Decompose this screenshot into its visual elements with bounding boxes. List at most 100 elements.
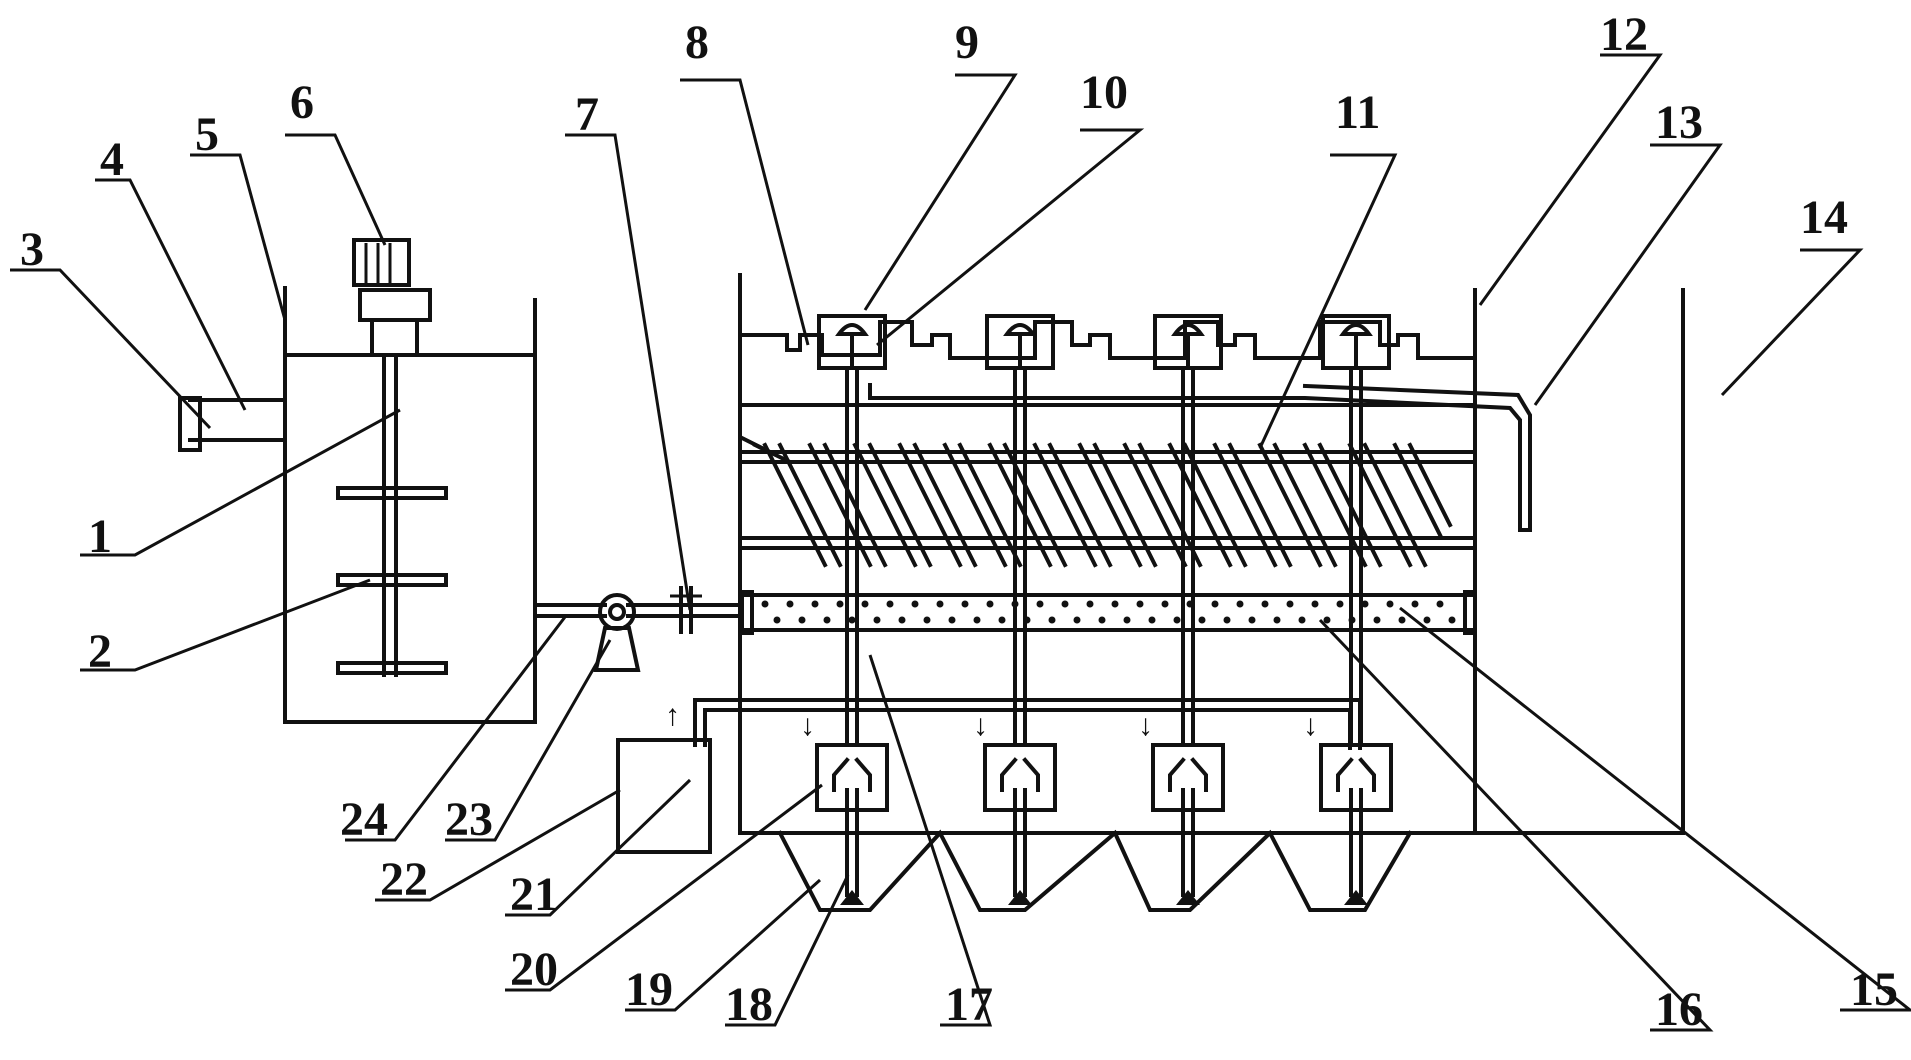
arrow-down-1: ↓ (800, 709, 815, 742)
hole (773, 616, 781, 624)
hole (1048, 616, 1056, 624)
hole (1361, 600, 1369, 608)
hole (1311, 600, 1319, 608)
hole (1261, 600, 1269, 608)
hopper-nozzle (840, 890, 864, 905)
label-5: 5 (195, 108, 219, 161)
stirring-motor (352, 238, 432, 357)
nozzle-cap (835, 323, 869, 336)
hole (836, 600, 844, 608)
label-10: 10 (1080, 66, 1128, 119)
top-nozzle-box (1321, 314, 1391, 370)
hole (786, 600, 794, 608)
hole (886, 600, 894, 608)
hole (1161, 600, 1169, 608)
hole (923, 616, 931, 624)
hole (1373, 616, 1381, 624)
nozzle-cap (1003, 323, 1037, 336)
hole (1436, 600, 1444, 608)
hole (1061, 600, 1069, 608)
hole (1448, 616, 1456, 624)
hole (1073, 616, 1081, 624)
hopper-nozzle (1176, 890, 1200, 905)
hole (1248, 616, 1256, 624)
mixing-tank (283, 286, 537, 724)
hole (1086, 600, 1094, 608)
pump (593, 593, 641, 672)
hole (948, 616, 956, 624)
outlet-pipe (868, 383, 1532, 532)
label-23: 23 (445, 793, 493, 846)
hole (761, 600, 769, 608)
label-18: 18 (725, 978, 773, 1031)
hole (1236, 600, 1244, 608)
hole (1123, 616, 1131, 624)
hole (1323, 616, 1331, 624)
nozzle-column-1 (815, 314, 889, 905)
label-1: 1 (88, 510, 112, 563)
nozzle-cap (1339, 323, 1373, 336)
label-4: 4 (100, 133, 124, 186)
hole (811, 600, 819, 608)
nozzle-column-4 (1319, 314, 1393, 905)
label-6: 6 (290, 76, 314, 129)
label-11: 11 (1335, 86, 1380, 139)
label-19: 19 (625, 963, 673, 1016)
hole (1286, 600, 1294, 608)
air-compressor-box (616, 738, 712, 854)
label-12: 12 (1600, 8, 1648, 61)
arrow-up-1: ↑ (665, 699, 680, 732)
label-2: 2 (88, 625, 112, 678)
feed-pipe (533, 603, 742, 618)
bottom-mixer-box (1319, 743, 1393, 812)
hole (798, 616, 806, 624)
hole (973, 616, 981, 624)
label-14: 14 (1800, 191, 1848, 244)
stirrer-shaft (382, 353, 398, 677)
top-nozzle-box (817, 314, 887, 370)
nozzle-columns (815, 314, 1393, 905)
hole (961, 600, 969, 608)
hole (998, 616, 1006, 624)
stirrer-blades (336, 486, 448, 675)
hole (848, 616, 856, 624)
label-15: 15 (1850, 963, 1898, 1016)
hole (1211, 600, 1219, 608)
hole (1136, 600, 1144, 608)
nozzle-column-2 (983, 314, 1057, 905)
top-nozzle-box (1153, 314, 1223, 370)
hole (986, 600, 994, 608)
flow-arrows: ↑ ↓ ↓ ↓ ↓ (665, 699, 1318, 742)
nozzle-column-3 (1151, 314, 1225, 905)
label-9: 9 (955, 16, 979, 69)
hole (1223, 616, 1231, 624)
label-7: 7 (575, 88, 599, 141)
hopper-nozzle (1344, 890, 1368, 905)
ejector (832, 757, 872, 792)
hole (898, 616, 906, 624)
label-22: 22 (380, 853, 428, 906)
hole (1386, 600, 1394, 608)
reference-labels: 1 2 3 4 5 6 7 8 9 10 11 12 13 14 15 16 1… (20, 8, 1898, 1036)
hole (1198, 616, 1206, 624)
label-17: 17 (945, 978, 993, 1031)
inlet-pipe (178, 396, 287, 452)
hole (1423, 616, 1431, 624)
hole (1411, 600, 1419, 608)
ejector (1168, 757, 1208, 792)
hole (1336, 600, 1344, 608)
arrow-down-4: ↓ (1303, 709, 1318, 742)
hole (911, 600, 919, 608)
leader-lines (10, 53, 1911, 1032)
hole (1173, 616, 1181, 624)
hole (1098, 616, 1106, 624)
hopper-nozzle (1008, 890, 1032, 905)
label-8: 8 (685, 16, 709, 69)
hole (936, 600, 944, 608)
arrow-down-2: ↓ (973, 709, 988, 742)
bottom-mixer-box (983, 743, 1057, 812)
label-20: 20 (510, 943, 558, 996)
hole (1148, 616, 1156, 624)
